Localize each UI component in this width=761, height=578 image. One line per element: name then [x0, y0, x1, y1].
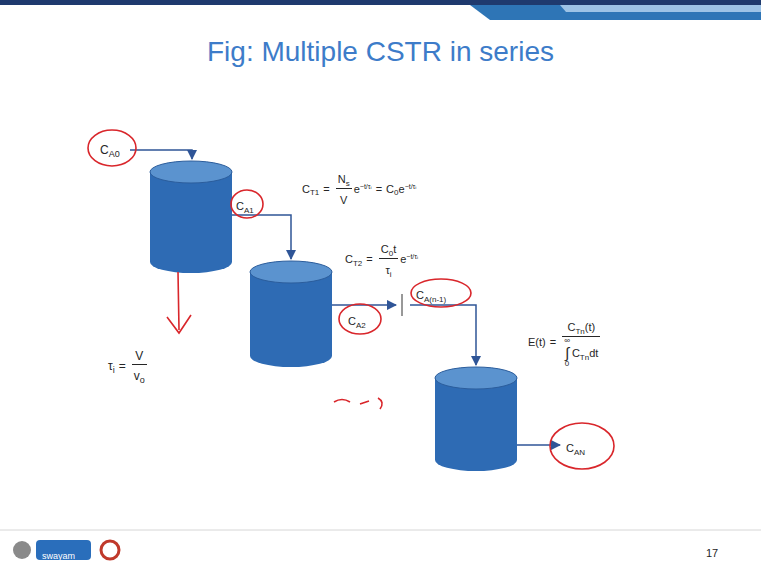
label-text: 0	[394, 188, 398, 197]
fraction: Vvo	[132, 345, 147, 386]
equation: τi = Vvo	[108, 345, 149, 386]
numerator: CTn(t)	[562, 316, 600, 337]
label-text: T1	[310, 188, 319, 197]
denominator: τi	[379, 259, 398, 279]
label-text: C	[567, 321, 575, 333]
logo	[36, 540, 91, 560]
label-text: =	[323, 183, 329, 195]
label-text: i	[113, 365, 115, 375]
stream-label: CA1	[236, 195, 254, 215]
label-text: =	[366, 253, 372, 265]
denominator: V	[336, 189, 352, 208]
logo-text: swayam	[42, 544, 75, 563]
label-text: v	[134, 369, 140, 383]
cstr-tank	[150, 161, 232, 273]
label-text: C	[345, 253, 353, 265]
label-text: C	[566, 442, 574, 454]
label-text: A2	[356, 321, 366, 330]
label-text: −t/τᵢ	[405, 183, 417, 190]
label-text: =	[376, 183, 382, 195]
label-text: V	[340, 194, 347, 206]
label-text: ∞	[564, 337, 570, 345]
label-text: e	[399, 183, 405, 195]
header-tab	[560, 5, 761, 12]
label-text: T2	[353, 259, 362, 268]
fraction: NsV	[336, 168, 352, 209]
pen-annotation	[88, 130, 614, 469]
label-text: 17	[706, 547, 718, 559]
label-text: o	[140, 375, 145, 385]
label-text: τ	[108, 359, 113, 373]
stream-label: CA0	[100, 139, 120, 160]
equation: CT1=NsVe−t/τᵢ=C0e−t/τᵢ	[302, 168, 416, 209]
label-text: C	[381, 243, 389, 255]
label-text: C	[236, 200, 244, 212]
label-text: dt	[589, 347, 598, 359]
label-text: AN	[574, 448, 585, 457]
label-text: Tn	[575, 327, 584, 336]
label-text: C	[416, 289, 424, 301]
numerator: C0t	[379, 238, 398, 259]
label-text: (t)	[585, 321, 595, 333]
label-text: 0	[389, 249, 393, 258]
label-text: =	[119, 359, 126, 373]
stream-label: CA2	[348, 310, 366, 330]
label-text: C	[302, 183, 310, 195]
logo	[101, 541, 119, 559]
page-number: 17	[706, 542, 718, 561]
label-text: e	[354, 183, 360, 195]
label-text: A0	[109, 149, 120, 159]
numerator: V	[132, 345, 147, 365]
label-text: s	[346, 179, 350, 188]
label-text: C	[386, 183, 394, 195]
label-text: Tn	[580, 353, 589, 362]
label-text: τ	[385, 264, 389, 276]
label-text: V	[135, 349, 143, 363]
label-text: −t/τᵢ	[406, 253, 418, 260]
denominator: vo	[132, 365, 147, 386]
stream-label: CAN	[566, 437, 585, 457]
logo	[13, 541, 31, 559]
label-text: 0	[565, 360, 569, 368]
label-text: t	[393, 243, 396, 255]
label-text: A(n-1)	[424, 295, 446, 304]
equation: CT2=C0tτie−t/τᵢ	[345, 238, 418, 280]
label-text: C	[572, 347, 580, 359]
header-tab	[470, 5, 761, 20]
cstr-tank	[435, 367, 517, 471]
fraction: C0tτi	[379, 238, 398, 280]
label-text: −t/τᵢ	[360, 183, 372, 190]
numerator: Ns	[336, 168, 352, 189]
label-text: i	[390, 270, 392, 279]
stream-label: CA(n-1)	[416, 284, 446, 304]
label-text: ∫	[565, 345, 569, 360]
cstr-tank	[250, 261, 332, 367]
integral: ∞∫0	[564, 337, 570, 368]
equation: E(t)=CTn(t)∞∫0CTndt	[528, 316, 602, 368]
label-text: C	[348, 315, 356, 327]
fraction: CTn(t)∞∫0CTndt	[562, 316, 600, 368]
label-text: =	[550, 336, 556, 348]
header-bar	[0, 0, 761, 5]
slide-title: Fig: Multiple CSTR in series	[0, 36, 761, 68]
label-text: swayam	[42, 551, 75, 561]
label-text: E(t)	[528, 336, 546, 348]
flow-arrow	[130, 150, 560, 445]
label-text: C	[100, 143, 109, 157]
denominator: ∞∫0CTndt	[562, 337, 600, 368]
label-text: A1	[244, 206, 254, 215]
label-text: N	[338, 173, 346, 185]
label-text: e	[400, 253, 406, 265]
footer-rule	[0, 530, 761, 531]
